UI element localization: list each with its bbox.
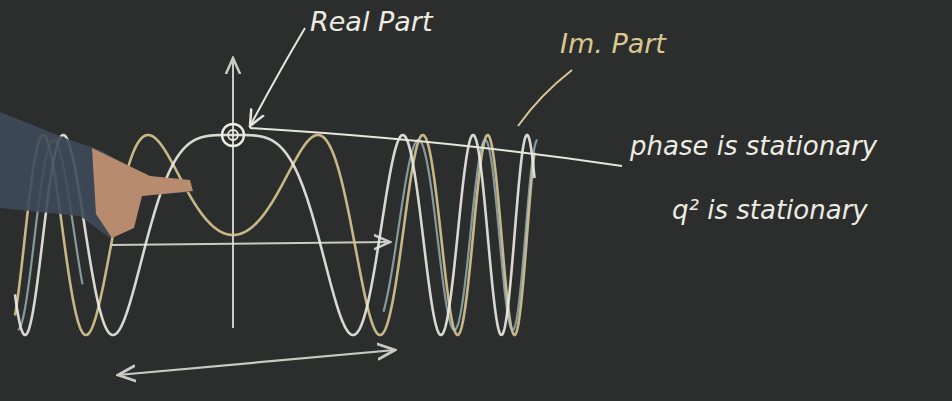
leader-line [518,70,572,126]
imaginary-part-curve [18,140,538,330]
annotation: phase is stationary [630,132,877,162]
range-arrow [118,350,395,375]
lecturer-hand [92,148,193,238]
stationary-point [228,130,238,140]
leader-line [250,28,305,126]
leader-line [250,128,622,166]
curve-label: Im. Part [560,28,666,59]
vertical-axis [232,58,234,328]
horizontal-axis [110,242,390,245]
curve-label: Real Part [310,6,433,37]
annotation: q² is stationary [672,196,868,226]
stationary-point [222,124,244,146]
